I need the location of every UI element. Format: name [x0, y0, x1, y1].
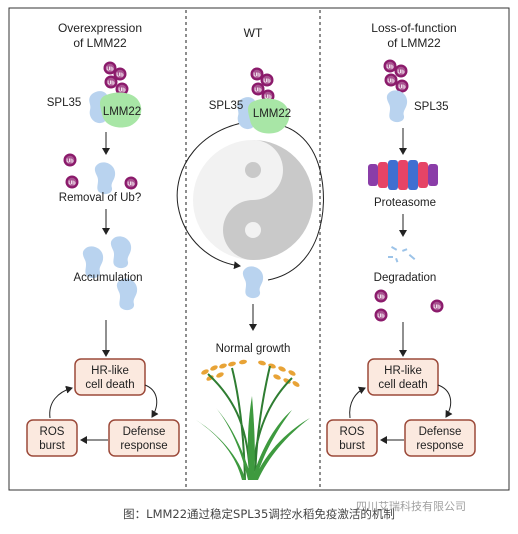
left-lmm22-label: LMM22 [103, 106, 141, 118]
right-ros-line2: burst [339, 440, 365, 452]
left-title-line2: of LMM22 [73, 36, 127, 50]
free-ub-2 [65, 175, 79, 189]
right-ros-box [326, 419, 378, 457]
left-ros-line1: ROS [40, 426, 65, 438]
free-ub-1 [63, 153, 77, 167]
left-title-line1: Overexpression [58, 21, 142, 35]
panel-loss-of-function: Loss-of-function of LMM22 SPL35 Proteaso… [326, 21, 476, 457]
proteasome-icon [368, 160, 438, 190]
released-ub-2 [430, 299, 444, 313]
right-step1-label: Proteasome [374, 197, 436, 209]
degraded-fragments [388, 245, 416, 263]
right-hr-line2: cell death [378, 379, 427, 391]
arrow-left-hr-to-defense [144, 384, 159, 418]
center-lmm22-label: LMM22 [253, 108, 291, 120]
center-title: WT [244, 26, 263, 40]
arrow-right-ros-to-hr [349, 386, 366, 419]
arrow-left-ros-to-hr [49, 385, 73, 419]
right-defense-box [404, 419, 476, 457]
right-hr-line1: HR-like [384, 365, 422, 377]
released-ub-3 [374, 308, 388, 322]
right-title-line2: of LMM22 [387, 36, 441, 50]
watermark: 四川艾瑞科技有限公司 [356, 500, 466, 513]
panel-wt: WT SPL35 LMM22 Normal growth [176, 26, 324, 481]
left-defense-line1: Defense [123, 426, 166, 438]
left-hr-line2: cell death [85, 379, 134, 391]
right-title-line1: Loss-of-function [371, 21, 456, 35]
spl35-lmm22-complex-left [89, 91, 142, 128]
right-spl35-label: SPL35 [414, 101, 449, 113]
right-defense-line2: response [416, 440, 463, 452]
center-cycle-arrow-left [176, 119, 263, 270]
left-spl35-label: SPL35 [47, 97, 82, 109]
right-ros-line1: ROS [340, 426, 365, 438]
left-ros-line2: burst [39, 440, 65, 452]
center-result-label: Normal growth [216, 343, 291, 355]
center-spl35-label: SPL35 [209, 100, 244, 112]
right-hr-box [367, 358, 439, 396]
released-ub-1 [374, 289, 388, 303]
arrow-right-hr-to-defense [437, 384, 453, 418]
free-ub-3 [124, 176, 138, 190]
left-hr-line1: HR-like [91, 365, 129, 377]
mechanism-diagram: Ub Overexpression of LMM22 SPL35 LMM22 R… [8, 7, 510, 491]
left-defense-line2: response [120, 440, 167, 452]
left-ros-box [26, 419, 78, 457]
right-step2-label: Degradation [374, 272, 437, 284]
figure-caption: 图：LMM22通过稳定SPL35调控水稻免疫激活的机制 [123, 507, 395, 521]
left-step1-label: Removal of Ub? [59, 192, 141, 204]
rice-plant-illustration [196, 359, 310, 481]
left-hr-box [74, 358, 146, 396]
left-defense-box [108, 419, 180, 457]
panel-overexpression: Overexpression of LMM22 SPL35 LMM22 Remo… [26, 21, 180, 457]
yin-yang-symbol [193, 140, 313, 260]
spl35-lmm22-complex-center [237, 97, 290, 134]
right-defense-line1: Defense [419, 426, 462, 438]
left-step2-label: Accumulation [73, 272, 142, 284]
center-cycle-arrow-right [267, 120, 324, 281]
